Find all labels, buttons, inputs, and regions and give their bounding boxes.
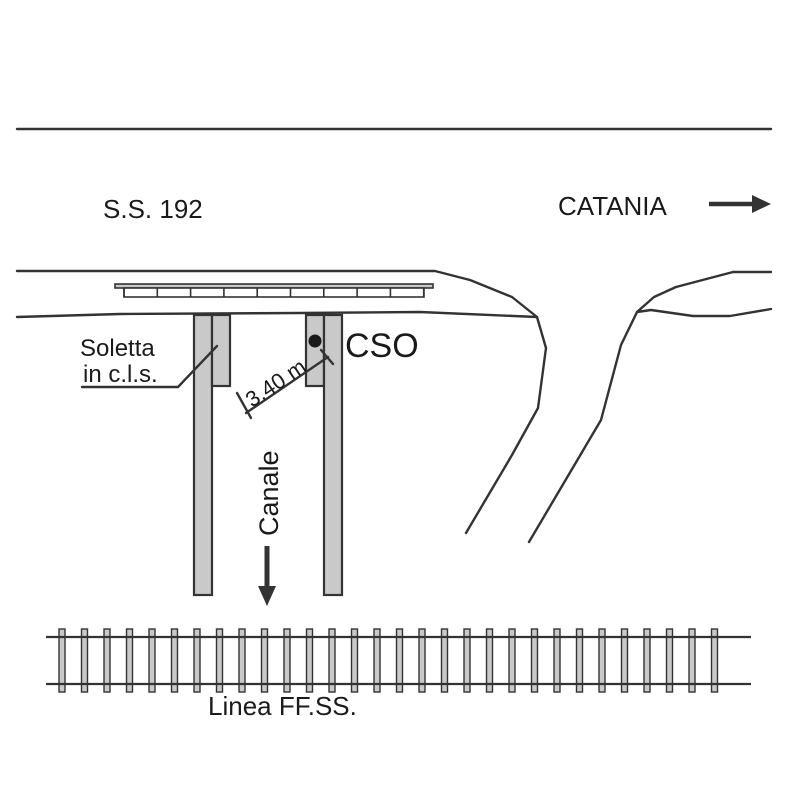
rail-tie (80, 628, 89, 693)
rail-tie (688, 628, 696, 693)
rail-tie (418, 628, 426, 693)
rail-tie (193, 628, 201, 693)
slab-label-line2: in c.l.s. (83, 361, 158, 388)
slab-stub-left (210, 313, 232, 388)
rail-tie (620, 628, 629, 693)
canal-label: Canale (254, 450, 284, 536)
embankment-right-top (635, 307, 773, 318)
rail-tie (395, 628, 404, 693)
rail-tie (328, 628, 336, 693)
rail-tie (305, 628, 314, 693)
rail-tie (215, 628, 224, 693)
rail-tie (710, 628, 719, 693)
slab-base-line (15, 310, 539, 319)
embankment-right (527, 270, 735, 544)
rail-tie (238, 628, 246, 693)
direction-label: CATANIA (558, 191, 667, 221)
rail-tie (643, 628, 651, 693)
canal-wall-left (192, 313, 214, 597)
rail-tie (103, 628, 111, 693)
rail-tie (440, 628, 449, 693)
rail-tie (170, 628, 179, 693)
rail-tie (463, 628, 471, 693)
rail-tie (350, 628, 359, 693)
rail-tie (485, 628, 494, 693)
dimension-label: 3.40 m (241, 354, 311, 412)
rail-tie (125, 628, 134, 693)
dimension-line (235, 348, 335, 420)
rail-tie (148, 628, 156, 693)
rail-tie (530, 628, 539, 693)
railway-track (46, 628, 751, 693)
rail-tie (553, 628, 561, 693)
rail-tie (575, 628, 584, 693)
rail-tie (598, 628, 606, 693)
rail-tie (283, 628, 291, 693)
arrow-down-icon (258, 546, 276, 606)
rail-tie (508, 628, 516, 693)
rail-tie (373, 628, 381, 693)
point-marker-icon (308, 334, 322, 348)
rail-tie (665, 628, 674, 693)
rail-tie (260, 628, 269, 693)
slab-label-line1: Soletta (80, 335, 155, 362)
bridge-deck (114, 283, 434, 298)
arrow-right-icon (709, 195, 771, 213)
slab-leader-line (80, 344, 219, 389)
road-label: S.S. 192 (103, 194, 203, 224)
canal-wall-right (322, 313, 344, 597)
railway-label: Linea FF.SS. (208, 691, 357, 721)
rail-tie (58, 628, 66, 693)
cso-label: CSO (345, 327, 419, 365)
